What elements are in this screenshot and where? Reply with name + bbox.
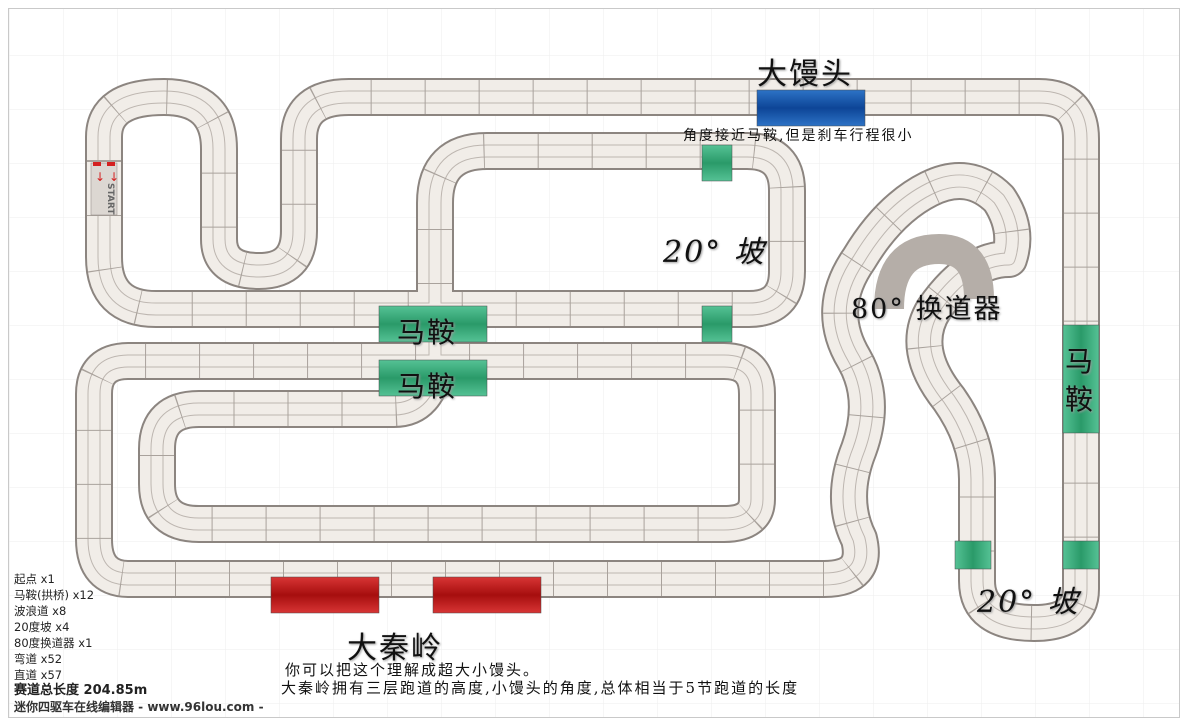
- track-canvas: ↓ ↓START 大馒头 角度接近马鞍,但是刹车行程很小 20° 坡 80° 换道…: [8, 8, 1180, 718]
- qinling-piece: [432, 576, 542, 614]
- saddle-piece: [1062, 540, 1100, 570]
- special-pieces: ↓ ↓START: [90, 89, 1100, 614]
- saddle-piece: [701, 144, 733, 182]
- start-arrow: ↓: [109, 170, 119, 184]
- track-layout: ↓ ↓START: [9, 9, 1179, 717]
- qinling-piece: [270, 576, 380, 614]
- legend-item: 波浪道 x8: [14, 604, 67, 618]
- qinling-label: 大秦岭: [347, 631, 443, 666]
- saddle-label-upper: 马鞍: [397, 316, 458, 349]
- legend-item: 20度坡 x4: [14, 620, 70, 634]
- mantou-note: 角度接近马鞍,但是刹车行程很小: [683, 128, 914, 144]
- qinling-note-1: 你可以把这个理解成超大小馒头。: [285, 661, 541, 679]
- qinling-note-2: 大秦岭拥有三层跑道的高度,小馒头的角度,总体相当于5节跑道的长度: [281, 679, 800, 697]
- saddle-piece: [701, 305, 733, 343]
- editor-credit[interactable]: 迷你四驱车在线编辑器 - www.96lou.com -: [14, 700, 264, 714]
- legend-item: 起点 x1: [14, 572, 55, 586]
- lane-changer-label: 80° 换道器: [851, 294, 1003, 325]
- track-total-length: 赛道总长度 204.85m: [14, 683, 148, 698]
- legend-item: 80度换道器 x1: [14, 636, 93, 650]
- start-flag: [107, 162, 115, 166]
- legend-item: 直道 x57: [14, 668, 63, 682]
- start-text: START: [105, 183, 115, 215]
- lane-changer-ramp: [874, 233, 994, 310]
- mantou-label: 大馒头: [757, 57, 853, 92]
- start-plate: [90, 162, 118, 216]
- lane-middle: [88, 309, 824, 585]
- upper-slope-label: 20° 坡: [663, 235, 766, 270]
- saddle-piece: [378, 305, 488, 343]
- start-arrow: ↓: [95, 170, 105, 184]
- parts-legend: 起点 x1 马鞍(拱桥) x12 波浪道 x8 20度坡 x4 80度换道器 x…: [14, 571, 264, 715]
- mantou-piece: [756, 89, 866, 127]
- start-piece: ↓ ↓START: [90, 162, 119, 216]
- legend-item: 弯道 x52: [14, 652, 63, 666]
- saddle-piece: [1062, 324, 1100, 434]
- saddle-label-right: 马 鞍: [1065, 345, 1096, 416]
- saddle-piece: [378, 359, 488, 397]
- lower-slope-label: 20° 坡: [977, 585, 1080, 620]
- legend-item: 马鞍(拱桥) x12: [14, 588, 95, 602]
- lane-middle: [98, 145, 793, 315]
- saddle-label-lower: 马鞍: [397, 370, 458, 403]
- saddle-piece: [954, 540, 992, 570]
- start-flag: [93, 162, 101, 166]
